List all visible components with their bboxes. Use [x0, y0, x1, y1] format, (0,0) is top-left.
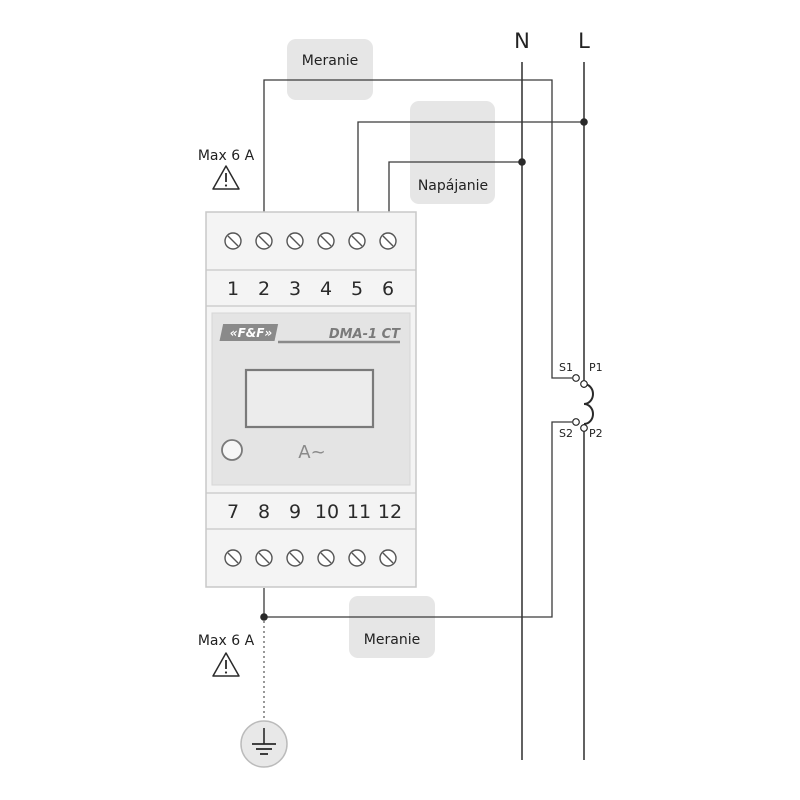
- terminal-number: 6: [382, 278, 394, 300]
- screw-terminal-icon: [317, 232, 335, 250]
- current-transformer: S1 P1 S2 P2: [559, 361, 603, 440]
- power-label: Napájanie: [418, 178, 488, 194]
- junction-dot-terminal-8: [260, 613, 268, 621]
- screw-terminal-icon: [286, 549, 304, 567]
- bottom-screw-terminals: [224, 549, 397, 567]
- screw-terminal-icon: [317, 549, 335, 567]
- dma-1-ct-device: 1 2 3 4 5 6 «F&F» DMA-1 CT A~ 7 8 9 10 1…: [205, 211, 417, 588]
- top-screw-terminals: [224, 232, 397, 250]
- brand-text: «F&F»: [230, 326, 273, 340]
- terminal-number: 10: [315, 501, 339, 523]
- screw-terminal-icon: [379, 232, 397, 250]
- screw-terminal-icon: [379, 549, 397, 567]
- power-bubble: [410, 101, 495, 204]
- max-current-top-label: Max 6 A: [198, 148, 255, 164]
- warning-triangle-icon: [212, 652, 240, 677]
- terminal-number: 12: [378, 501, 402, 523]
- measure-wire-terminal-8: [263, 421, 572, 618]
- terminal-number: 1: [227, 278, 239, 300]
- ground-icon: [240, 720, 288, 768]
- ct-terminal-p2: [580, 424, 588, 432]
- screw-terminal-icon: [224, 549, 242, 567]
- ct-s1-label: S1: [559, 361, 573, 374]
- ct-s2-label: S2: [559, 427, 573, 440]
- supply-wire-terminal-6: [388, 161, 522, 212]
- ct-p2-label: P2: [589, 427, 603, 440]
- line-label: L: [578, 29, 590, 53]
- terminal-number: 4: [320, 278, 332, 300]
- terminal-number: 3: [289, 278, 301, 300]
- junction-dot-l: [580, 118, 588, 126]
- screw-terminal-icon: [224, 232, 242, 250]
- screw-terminal-icon: [255, 232, 273, 250]
- brand-logo: «F&F»: [219, 324, 279, 341]
- ct-p1-label: P1: [589, 361, 603, 374]
- terminal-number: 7: [227, 501, 239, 523]
- ct-terminal-s2: [572, 418, 580, 426]
- measure-bottom-bubble: [349, 596, 435, 658]
- screw-terminal-icon: [286, 232, 304, 250]
- ct-terminal-p1: [580, 380, 588, 388]
- measure-top-label: Meranie: [302, 53, 358, 69]
- measure-top-bubble: [287, 39, 373, 100]
- ct-terminal-s1: [572, 374, 580, 382]
- neutral-label: N: [514, 29, 530, 53]
- terminal-number: 8: [258, 501, 270, 523]
- display-screen: [244, 368, 375, 429]
- model-label: DMA-1 CT: [329, 327, 401, 342]
- ct-coil: [583, 383, 594, 425]
- screw-terminal-icon: [348, 232, 366, 250]
- warning-triangle-icon: [212, 165, 240, 190]
- terminal-number: 5: [351, 278, 363, 300]
- indicator-led: [221, 439, 243, 461]
- terminal-number: 2: [258, 278, 270, 300]
- supply-wire-terminal-5: [357, 121, 584, 212]
- junction-dot-n: [518, 158, 526, 166]
- terminal-number: 11: [347, 501, 371, 523]
- measure-wire-terminal-2: [263, 79, 572, 379]
- max-current-bottom-label: Max 6 A: [198, 633, 255, 649]
- screw-terminal-icon: [348, 549, 366, 567]
- measure-bottom-label: Meranie: [364, 632, 420, 648]
- unit-label: A~: [298, 442, 325, 463]
- terminal-number: 9: [289, 501, 301, 523]
- screw-terminal-icon: [255, 549, 273, 567]
